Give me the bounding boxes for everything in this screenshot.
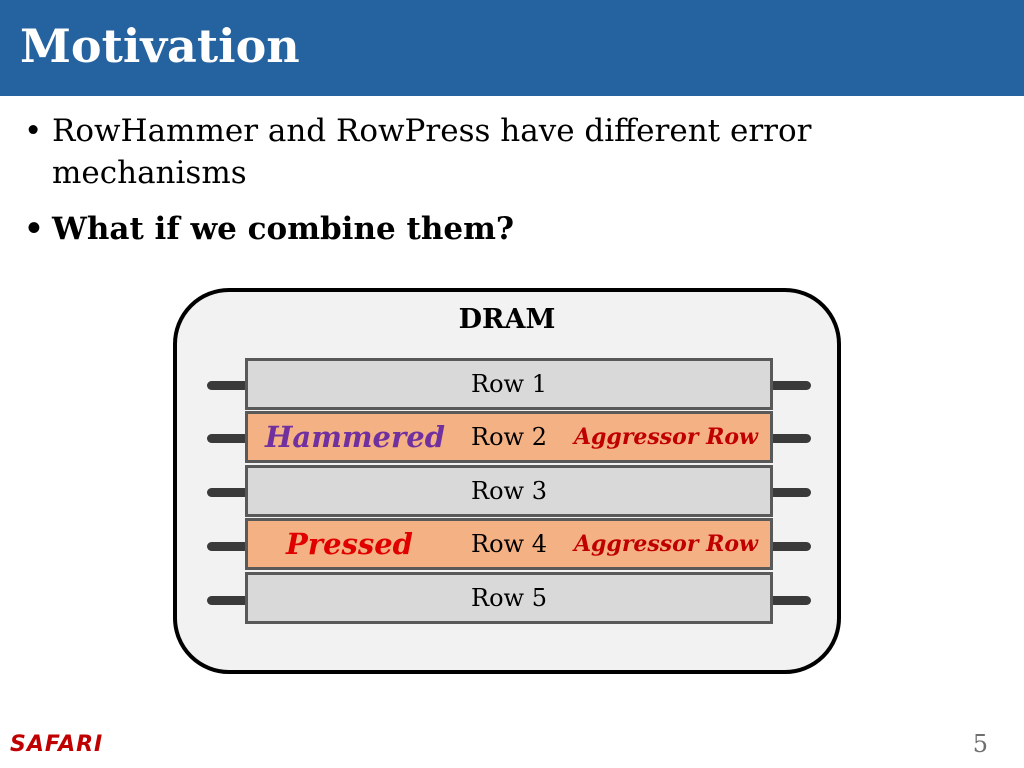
bullet-text: RowHammer and RowPress have different er… bbox=[52, 113, 812, 191]
hammered-tag: Hammered bbox=[265, 420, 446, 454]
wordline-right-1 bbox=[769, 381, 811, 390]
wordline-left-3 bbox=[207, 488, 249, 497]
wordline-left-5 bbox=[207, 596, 249, 605]
wordline-left-2 bbox=[207, 434, 249, 443]
wordline-right-2 bbox=[769, 434, 811, 443]
dram-row-2: Hammered Row 2 Aggressor Row bbox=[245, 411, 773, 463]
row-label: Row 5 bbox=[471, 584, 547, 612]
wordline-left-4 bbox=[207, 542, 249, 551]
bullet-dot-icon: • bbox=[24, 113, 43, 149]
safari-logo: SAFARI bbox=[10, 732, 104, 757]
dram-label: DRAM bbox=[458, 304, 556, 335]
page-number: 5 bbox=[972, 730, 988, 758]
row-label: Row 1 bbox=[471, 370, 547, 398]
row-label: Row 2 bbox=[471, 423, 547, 451]
dram-row-3: Row 3 bbox=[245, 465, 773, 517]
aggressor-row-tag: Aggressor Row bbox=[573, 424, 758, 450]
bullet-dot-icon: • bbox=[24, 211, 44, 247]
bullet-item-2: • What if we combine them? bbox=[22, 208, 982, 250]
row-label: Row 4 bbox=[471, 530, 547, 558]
bullet-text: What if we combine them? bbox=[52, 211, 515, 247]
dram-row-4: Pressed Row 4 Aggressor Row bbox=[245, 518, 773, 570]
bullet-list: • RowHammer and RowPress have different … bbox=[22, 110, 982, 264]
title-bar: Motivation bbox=[0, 0, 1024, 96]
wordline-right-5 bbox=[769, 596, 811, 605]
wordline-left-1 bbox=[207, 381, 249, 390]
dram-row-1: Row 1 bbox=[245, 358, 773, 410]
wordline-right-3 bbox=[769, 488, 811, 497]
aggressor-row-tag: Aggressor Row bbox=[573, 531, 758, 557]
slide-title: Motivation bbox=[20, 19, 300, 73]
pressed-tag: Pressed bbox=[286, 527, 413, 561]
wordline-right-4 bbox=[769, 542, 811, 551]
row-label: Row 3 bbox=[471, 477, 547, 505]
bullet-item-1: • RowHammer and RowPress have different … bbox=[22, 110, 982, 194]
dram-row-5: Row 5 bbox=[245, 572, 773, 624]
